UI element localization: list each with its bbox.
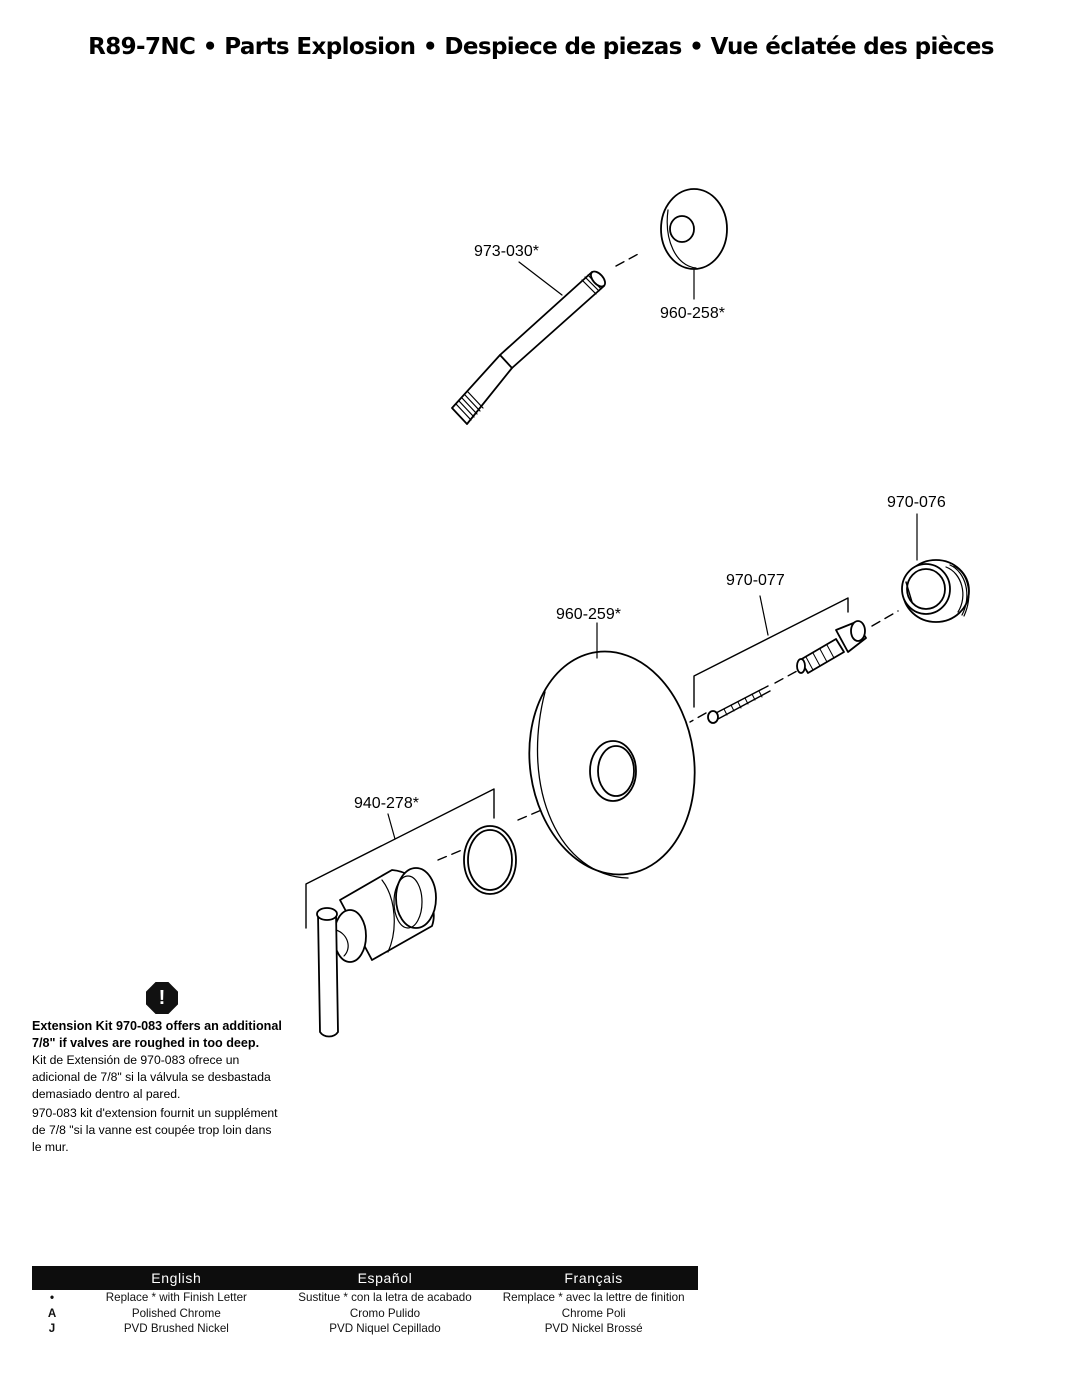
o-ring-part [463, 825, 517, 895]
extension-kit-note: ! Extension Kit 970-083 offers an additi… [32, 982, 282, 1156]
note-text-french: 970-083 kit d'extension fournit un suppl… [32, 1106, 278, 1154]
part-label-960-259: 960-259* [556, 606, 621, 623]
legend-header-spanish: Español [280, 1266, 490, 1290]
table-row: • Replace * with Finish Letter Sustitue … [32, 1290, 698, 1306]
legend-spanish-cell: Sustitue * con la letra de acabado [298, 1291, 472, 1305]
screw-part [707, 685, 771, 724]
legend-key-cell: J [48, 1322, 56, 1336]
legend-spanish-cell: Cromo Pulido [349, 1306, 421, 1320]
legend-header-row: English Español Français [32, 1266, 698, 1290]
legend-key-cell: • [49, 1291, 55, 1305]
legend-french-cell: Remplace * avec la lettre de finition [502, 1291, 685, 1305]
part-label-970-076: 970-076 [887, 494, 946, 511]
legend-english-cell: PVD Brushed Nickel [123, 1322, 229, 1336]
screw-sleeve-part [796, 620, 867, 674]
warning-octagon-icon: ! [146, 982, 178, 1014]
part-label-960-258: 960-258* [660, 305, 725, 322]
legend-french-cell: Chrome Poli [561, 1306, 626, 1320]
legend-french-cell: PVD Nickel Brossé [544, 1322, 643, 1336]
legend-header-french: Français [489, 1266, 698, 1290]
page-title: R89-7NC • Parts Explosion • Despiece de … [88, 34, 994, 60]
lever-handle-part [316, 867, 437, 1038]
legend-english-cell: Replace * with Finish Letter [105, 1291, 247, 1305]
parts-explosion-diagram: 973-030* 960-258* 970-076 970-077 960-25… [305, 188, 970, 1038]
legend-key-cell: A [47, 1306, 57, 1320]
legend-header-key [32, 1266, 72, 1290]
shower-arm-part [451, 270, 606, 425]
legend-spanish-cell: PVD Niquel Cepillado [329, 1322, 441, 1336]
legend-english-cell: Polished Chrome [131, 1306, 221, 1320]
escutcheon-plate-part [528, 650, 696, 879]
note-text-english: Extension Kit 970-083 offers an addition… [32, 1019, 282, 1050]
threaded-insert-part [901, 559, 970, 623]
shower-arm-flange-part [660, 188, 728, 270]
legend-header-english: English [72, 1266, 281, 1290]
finish-legend-table: English Español Français • Replace * wit… [32, 1266, 698, 1337]
note-text-spanish: Kit de Extensión de 970-083 ofrece un ad… [32, 1053, 271, 1101]
part-label-970-077: 970-077 [726, 572, 785, 589]
table-row: A Polished Chrome Cromo Pulido Chrome Po… [32, 1306, 698, 1322]
part-label-940-278: 940-278* [354, 795, 419, 812]
part-label-973-030: 973-030* [474, 243, 539, 260]
table-row: J PVD Brushed Nickel PVD Niquel Cepillad… [32, 1321, 698, 1337]
